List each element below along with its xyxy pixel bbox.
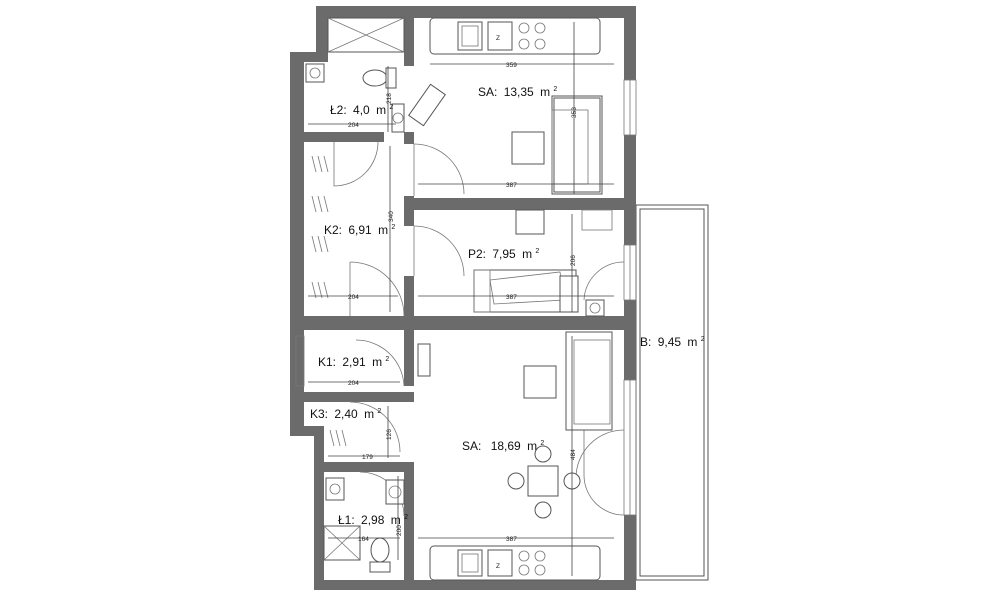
room-area: 2,91: [342, 355, 366, 369]
room-unit-sup: 2: [377, 408, 381, 415]
room-name: SA:: [462, 439, 481, 453]
room-unit: m: [687, 335, 697, 349]
dimension-labels: 359 353 387 204 218 340 204 387 206 204 …: [348, 35, 578, 570]
room-name: K1:: [318, 355, 336, 369]
room-labels: Ł2: 4,0 m 2 SA: 13,35 m 2 K2: 6,91 m 2 P…: [310, 85, 705, 527]
dim-k3-width: 179: [362, 454, 373, 461]
doors: [333, 141, 625, 517]
room-unit-sup: 2: [389, 104, 393, 111]
dim-k2-width: 204: [348, 294, 359, 301]
room-area: 9,45: [658, 335, 682, 349]
dim-l2-width: 204: [348, 122, 359, 129]
room-unit: m: [364, 407, 374, 421]
room-unit-sup: 2: [540, 440, 544, 447]
balcony: [635, 204, 709, 581]
room-area: 7,95: [492, 247, 516, 261]
room-label-p2: P2: 7,95 m 2: [468, 247, 539, 261]
dim-sa-top-height: 353: [571, 107, 578, 118]
room-unit: m: [376, 103, 386, 117]
room-label-b: B: 9,45 m 2: [640, 335, 705, 349]
room-label-sa-bottom: SA: 18,69 m 2: [462, 439, 544, 453]
dim-l2-height: 218: [386, 93, 393, 104]
room-unit-sup: 2: [385, 356, 389, 363]
room-name: P2:: [468, 247, 486, 261]
room-name: B:: [640, 335, 651, 349]
room-area: 13,35: [504, 85, 534, 99]
room-area: 18,69: [491, 439, 521, 453]
windows: [295, 79, 637, 516]
stove-label-bottom: Z: [496, 563, 500, 570]
fixtures: [305, 17, 613, 581]
room-unit: m: [378, 223, 388, 237]
room-unit: m: [522, 247, 532, 261]
room-name: Ł1:: [338, 513, 355, 527]
room-unit-sup: 2: [535, 248, 539, 255]
room-label-k2: K2: 6,91 m 2: [324, 223, 395, 237]
walls: [290, 6, 636, 590]
dimension-lines: [308, 22, 614, 576]
room-area: 2,40: [334, 407, 358, 421]
room-label-l1: Ł1: 2,98 m 2: [338, 513, 408, 527]
dim-k2-height: 340: [388, 211, 395, 222]
room-unit: m: [372, 355, 382, 369]
room-unit-sup: 2: [553, 86, 557, 93]
room-name: K2:: [324, 223, 342, 237]
room-unit: m: [540, 85, 550, 99]
dim-sa-top-floor-width: 387: [506, 182, 517, 189]
room-label-k3: K3: 2,40 m 2: [310, 407, 381, 421]
room-unit-sup: 2: [391, 224, 395, 231]
room-label-sa-top: SA: 13,35 m 2: [478, 85, 557, 99]
room-area: 2,98: [361, 513, 385, 527]
dim-l1-height: 200: [396, 525, 403, 536]
room-name: Ł2:: [330, 103, 347, 117]
room-name: SA:: [478, 85, 497, 99]
room-label-l2: Ł2: 4,0 m 2: [330, 103, 393, 117]
room-unit-sup: 2: [701, 336, 705, 343]
dim-l1-width: 164: [358, 536, 369, 543]
dim-sa-bottom-height: 484: [570, 449, 577, 460]
room-name: K3:: [310, 407, 328, 421]
dim-p2-width: 387: [506, 294, 517, 301]
room-unit: m: [391, 513, 401, 527]
dim-sa-bottom-width: 387: [506, 536, 517, 543]
dim-k3-height: 126: [386, 429, 393, 440]
stove-label-top: Z: [496, 35, 500, 42]
dim-k1-width: 204: [348, 380, 359, 387]
room-area: 4,0: [353, 103, 370, 117]
dim-p2-height: 206: [570, 255, 577, 266]
room-unit: m: [527, 439, 537, 453]
room-unit-sup: 2: [404, 514, 408, 521]
room-label-k1: K1: 2,91 m 2: [318, 355, 389, 369]
dim-sa-top-width: 359: [506, 62, 517, 69]
room-area: 6,91: [348, 223, 372, 237]
